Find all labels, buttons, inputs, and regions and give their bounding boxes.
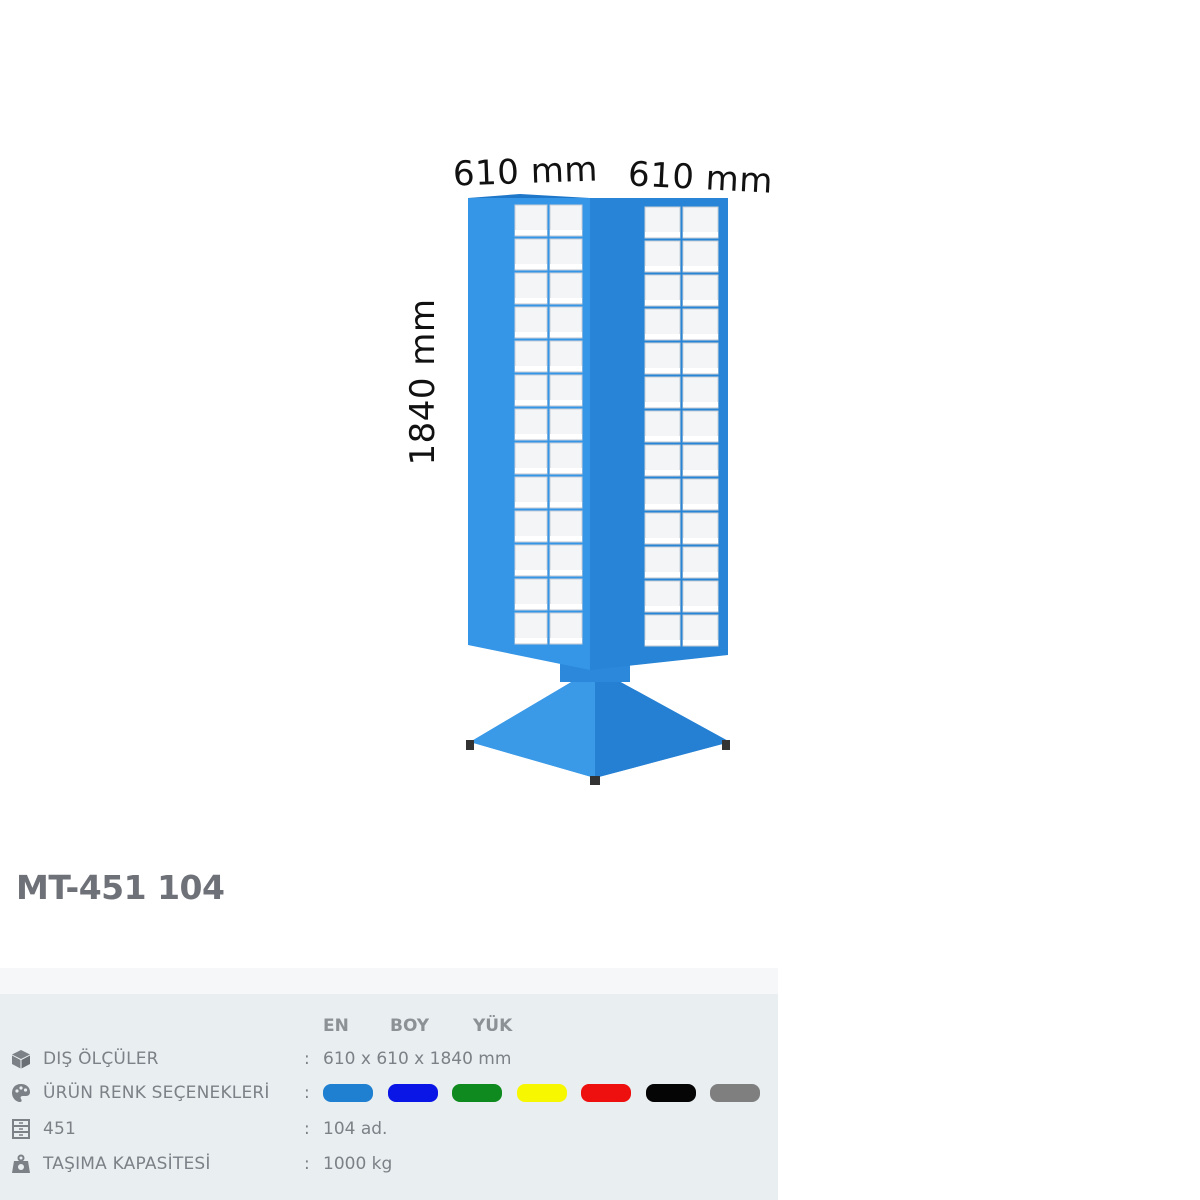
bin-lip <box>683 334 718 339</box>
bin-lip <box>683 368 718 373</box>
bin-lip <box>645 538 680 543</box>
left-bin-column <box>514 204 583 645</box>
bin-lip <box>515 638 547 643</box>
spec-row-color-options: ÜRÜN RENK SEÇENEKLERİ : <box>0 1078 778 1108</box>
bin-lip <box>683 232 718 237</box>
base-pyramid-right-face <box>595 668 730 778</box>
rotating-bin-rack-illustration <box>466 194 730 785</box>
spec-separator: : <box>304 1049 310 1069</box>
base-pyramid-left-face <box>470 668 595 778</box>
color-swatch[interactable] <box>387 1084 438 1102</box>
foot <box>466 740 474 750</box>
spec-label: TAŞIMA KAPASİTESİ <box>43 1154 211 1174</box>
bin-lip <box>645 572 680 577</box>
right-bin-column <box>644 206 719 647</box>
spec-label: DIŞ ÖLÇÜLER <box>43 1049 159 1069</box>
bin-lip <box>550 332 582 337</box>
weight-icon <box>10 1153 32 1175</box>
bin-lip <box>515 264 547 269</box>
bin-lip <box>645 334 680 339</box>
column-header-en: EN <box>323 1016 349 1036</box>
bin-lip <box>645 232 680 237</box>
bin-lip <box>683 300 718 305</box>
product-image: 610 mm 610 mm 1840 mm <box>403 149 774 785</box>
spec-separator: : <box>304 1154 310 1174</box>
bin-lip <box>645 470 680 475</box>
box-icon <box>10 1048 32 1070</box>
color-swatch[interactable] <box>516 1084 567 1102</box>
bin-lip <box>550 230 582 235</box>
column-header-yuk: YÜK <box>473 1016 513 1036</box>
bin-lip <box>515 570 547 575</box>
bin-lip <box>550 570 582 575</box>
depth-dimension-label: 610 mm <box>627 154 774 202</box>
bin-lip <box>550 502 582 507</box>
spec-value: 1000 kg <box>323 1154 393 1174</box>
palette-icon <box>10 1082 32 1104</box>
bin-lip <box>515 230 547 235</box>
bin-lip <box>683 266 718 271</box>
color-swatch[interactable] <box>452 1084 502 1102</box>
bin-lip <box>515 502 547 507</box>
bin-lip <box>645 504 680 509</box>
height-dimension-label: 1840 mm <box>403 298 443 466</box>
spec-panel <box>0 968 778 1200</box>
bin-lip <box>550 468 582 473</box>
bin-lip <box>683 470 718 475</box>
width-dimension-label: 610 mm <box>452 149 599 195</box>
cabinet-icon <box>10 1118 32 1140</box>
bin-lip <box>515 536 547 541</box>
spec-row-carrying-capacity: TAŞIMA KAPASİTESİ : 1000 kg <box>0 1149 778 1179</box>
bin-lip <box>515 332 547 337</box>
spec-separator: : <box>304 1083 310 1103</box>
bin-lip <box>683 572 718 577</box>
bin-lip <box>645 300 680 305</box>
bin-lip <box>645 606 680 611</box>
spec-value: 104 ad. <box>323 1119 388 1139</box>
color-swatch[interactable] <box>581 1084 631 1102</box>
bin-lip <box>550 400 582 405</box>
bin-lip <box>515 434 547 439</box>
bin-lip <box>645 640 680 645</box>
spec-row-outer-dimensions: DIŞ ÖLÇÜLER : 610 x 610 x 1840 mm <box>0 1044 778 1074</box>
bin-lip <box>550 536 582 541</box>
bin-lip <box>515 604 547 609</box>
foot <box>722 740 730 750</box>
spec-separator: : <box>304 1119 310 1139</box>
column-header-boy: BOY <box>390 1016 430 1036</box>
color-swatch[interactable] <box>645 1084 696 1102</box>
bin-lip <box>550 264 582 269</box>
bin-lip <box>515 366 547 371</box>
bin-lip <box>683 504 718 509</box>
bin-lip <box>645 368 680 373</box>
bin-lip <box>550 638 582 643</box>
spec-label: ÜRÜN RENK SEÇENEKLERİ <box>43 1083 270 1103</box>
bin-lip <box>515 468 547 473</box>
bin-lip <box>645 436 680 441</box>
bin-lip <box>645 266 680 271</box>
spec-value: 610 x 610 x 1840 mm <box>323 1049 512 1069</box>
bin-lip <box>683 436 718 441</box>
spec-column-headers: EN BOY YÜK <box>0 1016 778 1038</box>
bin-lip <box>515 400 547 405</box>
bin-lip <box>550 298 582 303</box>
bin-lip <box>550 366 582 371</box>
bin-lip <box>515 298 547 303</box>
bin-lip <box>645 402 680 407</box>
bin-lip <box>683 402 718 407</box>
rack-top-edge <box>468 194 590 198</box>
bin-lip <box>683 538 718 543</box>
bin-lip <box>550 604 582 609</box>
bin-lip <box>683 606 718 611</box>
bin-lip <box>683 640 718 645</box>
color-swatch[interactable] <box>710 1084 760 1102</box>
spec-row-bin-count: 451 : 104 ad. <box>0 1114 778 1144</box>
color-swatch[interactable] <box>323 1084 373 1102</box>
bin-lip <box>550 434 582 439</box>
product-title: MT-451 104 <box>16 868 225 907</box>
spec-label: 451 <box>43 1119 77 1139</box>
foot <box>590 776 600 785</box>
